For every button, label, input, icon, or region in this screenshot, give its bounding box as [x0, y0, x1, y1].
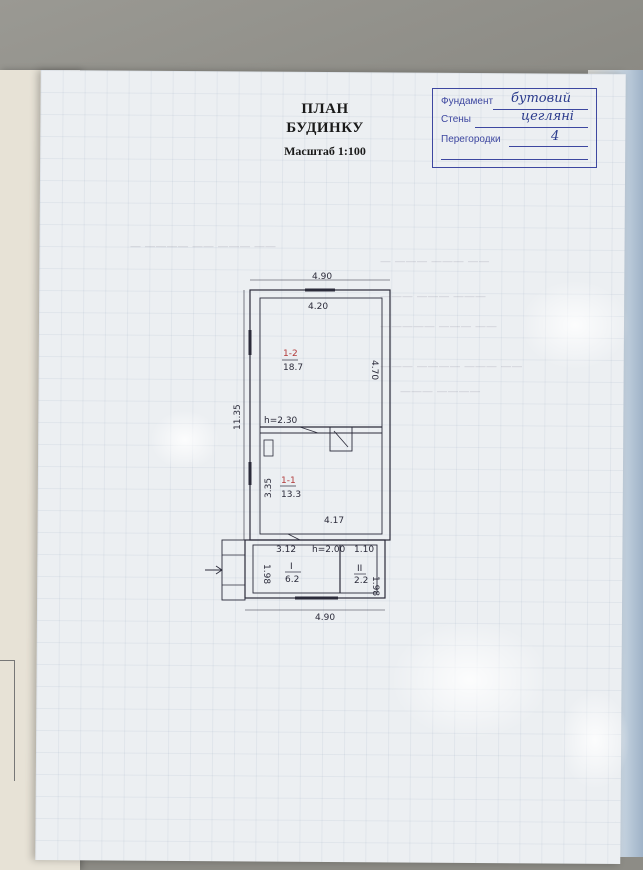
room-I-width: 3.12 [276, 545, 296, 555]
height-mark-2: h=2.00 [312, 545, 346, 555]
room-I-depth: 1.98 [261, 564, 271, 584]
foundation-value: бутовий [511, 91, 571, 106]
entrance-steps [221, 539, 246, 601]
door-bottom [287, 533, 301, 541]
ghost-line: — ———— —— ——— —— [130, 240, 276, 253]
materials-stamp: Фундамент бутовий Стены цегляні Перегоро… [432, 88, 597, 168]
ghost-line: ——— ———— [400, 385, 481, 398]
room-II-depth: 1.98 [370, 576, 380, 596]
heater-symbol [263, 439, 274, 457]
ghost-line: — ——— ——— —— [380, 255, 490, 268]
top-outer-width: 4.90 [312, 272, 332, 282]
ghost-line: ——— ———— ——— —— [380, 360, 523, 373]
title-line-2: БУДИНКУ [286, 120, 364, 136]
ghost-line: ——— ——— ——— [380, 290, 486, 303]
stove-symbol [329, 426, 353, 452]
walls-underline [475, 127, 588, 128]
room-I-area: 6.2 [285, 575, 299, 585]
room-1-1-name: 1-1 [281, 476, 296, 486]
partitions-value: 4 [551, 129, 560, 144]
room-II-width: 1.10 [354, 545, 374, 555]
overall-length: 11.35 [233, 404, 243, 430]
title-line-1: ПЛАН [301, 101, 349, 117]
height-mark-1: h=2.30 [264, 416, 298, 426]
room-1-2-name: 1-2 [283, 349, 298, 359]
main-building-inner-outline [259, 297, 383, 535]
walls-value: цегляні [521, 109, 574, 124]
door-partition [299, 426, 319, 434]
stove-diagonal [333, 430, 349, 448]
bottom-outer-width: 4.90 [315, 613, 335, 623]
ghost-line: ————— ——— —— [380, 320, 497, 333]
foundation-label: Фундамент [441, 96, 494, 107]
scale-label: Масштаб 1:100 [284, 144, 366, 158]
stamp-blank-line [441, 159, 588, 160]
room-1-2-area: 18.7 [283, 363, 303, 373]
partitions-underline [509, 146, 588, 147]
room-I-name: I [290, 562, 293, 572]
top-inner-width: 4.20 [308, 302, 328, 312]
main-building-outline [249, 289, 391, 541]
stamp-row-foundation: Фундамент [441, 96, 493, 107]
room-II-area: 2.2 [354, 576, 368, 586]
room-II-name: II [357, 564, 362, 574]
underlying-sheet-table [0, 660, 15, 781]
walls-label: Стены [441, 114, 471, 125]
stamp-row-walls: Стены [441, 114, 471, 125]
annex-inner-outline [252, 544, 378, 594]
room-1-2-depth: 4.70 [369, 360, 379, 380]
room-1-1-area: 13.3 [281, 490, 301, 500]
room-1-1-width: 4.17 [324, 516, 344, 526]
foundation-underline [493, 109, 588, 110]
stamp-row-partitions: Перегородки [441, 134, 501, 145]
room-1-1-depth: 3.35 [264, 478, 274, 498]
entrance-arrow-head [215, 565, 223, 575]
plan-title-block: ПЛАН БУДИНКУ Масштаб 1:100 [255, 100, 395, 159]
partitions-label: Перегородки [441, 134, 501, 145]
